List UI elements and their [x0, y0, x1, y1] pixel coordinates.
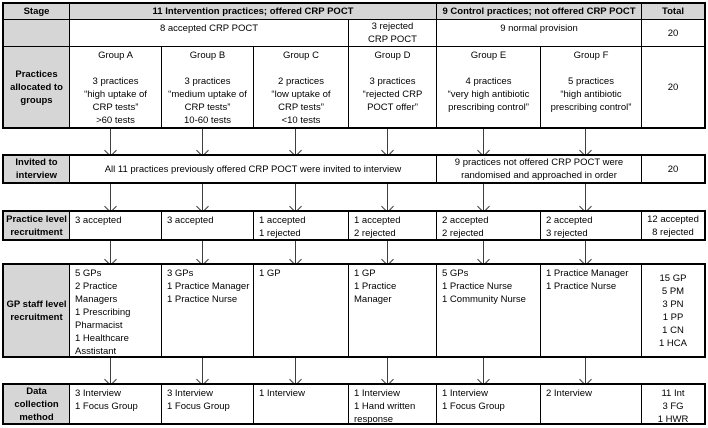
groups-total-cell: 20 [667, 81, 679, 93]
data-total-cell: 11 Int 3 FG 1 HWR [657, 388, 689, 423]
gp-staff-total-cell: 15 GP 5 PM 3 PN 1 PP 1 CN 1 HCA [659, 272, 687, 349]
down-arrow-icon [483, 358, 484, 383]
control-arm-header: 9 Control practices; not offered CRP POC… [437, 4, 642, 19]
total-column-header: Total [642, 4, 704, 19]
invited-intervention-cell: All 11 practices previously offered CRP … [70, 156, 437, 182]
down-arrow-icon [202, 184, 203, 210]
data-cell-group-b: 3 Interview 1 Focus Group [162, 385, 254, 423]
down-arrow-icon [110, 241, 111, 263]
groups-row: Practices allocated to groups Group A 3 … [4, 47, 704, 127]
down-arrow-icon [387, 358, 388, 383]
down-arrow-icon [110, 358, 111, 383]
down-arrow-icon [585, 241, 586, 263]
down-arrow-icon [387, 129, 388, 154]
gp-staff-cell-group-f: 1 Practice Manager 1 Practice Nurse [541, 265, 642, 356]
down-arrow-icon [483, 129, 484, 154]
down-arrow-icon [295, 129, 296, 154]
data-cell-group-a: 3 Interview 1 Focus Group [70, 385, 162, 423]
group-a-detail: 3 practices “high uptake of CRP tests” >… [84, 76, 147, 126]
invited-total-cell: 20 [667, 163, 679, 175]
data-cell-group-c: 1 Interview [254, 385, 349, 423]
down-arrow-icon [585, 184, 586, 210]
down-arrow-icon [110, 184, 111, 210]
rejected-poct-cell: 3 rejected CRP POCT [349, 20, 437, 46]
gp-staff-row: GP staff level recruitment 5 GPs 2 Pract… [2, 263, 706, 358]
down-arrow-icon [387, 241, 388, 263]
gp-staff-cell-group-a: 5 GPs 2 Practice Managers 1 Prescribing … [70, 265, 162, 356]
group-b-detail: 3 practices “medium uptake of CRP tests”… [168, 76, 247, 126]
down-arrow-icon [202, 358, 203, 383]
group-c-cell: Group C 2 practices “low uptake of CRP t… [254, 47, 349, 127]
group-e-detail: 4 practices “very high antibiotic prescr… [447, 76, 530, 113]
data-cell-group-f: 2 Interview [541, 385, 642, 423]
practice-cell-group-e: 2 accepted 2 rejected [437, 212, 541, 239]
group-d-detail: 3 practices “rejected CRP POCT offer” [362, 76, 423, 113]
practice-recruitment-row: Practice level recruitment 3 accepted 3 … [2, 210, 706, 241]
gp-staff-cell-group-c: 1 GP [254, 265, 349, 356]
practice-cell-group-d: 1 accepted 2 rejected [349, 212, 437, 239]
stage-label-data-collection: Data collection method [4, 385, 70, 423]
down-arrow-icon [585, 358, 586, 383]
group-f-cell: Group F 5 practices “high antibiotic pre… [541, 47, 642, 127]
intervention-arm-header: 11 Intervention practices; offered CRP P… [70, 4, 437, 19]
stage-spacer-cell [4, 20, 70, 46]
data-collection-row: Data collection method 3 Interview 1 Foc… [2, 383, 706, 425]
group-d-name: Group D [374, 50, 411, 61]
down-arrow-icon [585, 129, 586, 154]
invited-row: Invited to interview All 11 practices pr… [2, 154, 706, 184]
down-arrow-icon [295, 241, 296, 263]
group-c-name: Group C [283, 50, 319, 61]
down-arrow-icon [202, 241, 203, 263]
allocation-row: 8 accepted CRP POCT 3 rejected CRP POCT … [4, 20, 704, 47]
gp-staff-cell-group-d: 1 GP 1 Practice Manager [349, 265, 437, 356]
group-c-detail: 2 practices “low uptake of CRP tests” <1… [271, 76, 331, 126]
gp-staff-cell-group-b: 3 GPs 1 Practice Manager 1 Practice Nurs… [162, 265, 254, 356]
group-a-name: Group A [98, 50, 133, 61]
data-cell-group-e: 1 Interview 1 Focus Group [437, 385, 541, 423]
invited-control-cell: 9 practices not offered CRP POCT were ra… [437, 156, 642, 182]
down-arrow-icon [483, 184, 484, 210]
group-a-cell: Group A 3 practices “high uptake of CRP … [70, 47, 162, 127]
normal-provision-cell: 9 normal provision [437, 20, 642, 46]
stage-column-header: Stage [4, 4, 70, 19]
allocation-total-cell: 20 [667, 27, 679, 39]
group-f-detail: 5 practices “high antibiotic prescribing… [550, 76, 632, 113]
group-e-cell: Group E 4 practices “very high antibioti… [437, 47, 541, 127]
stage-label-allocation: Practices allocated to groups [4, 47, 70, 127]
practice-cell-group-b: 3 accepted [162, 212, 254, 239]
group-f-name: Group F [573, 50, 609, 61]
gp-staff-cell-group-e: 5 GPs 1 Practice Nurse 1 Community Nurse [437, 265, 541, 356]
down-arrow-icon [387, 184, 388, 210]
stage-label-invited: Invited to interview [4, 156, 70, 182]
down-arrow-icon [295, 358, 296, 383]
practice-cell-group-c: 1 accepted 1 rejected [254, 212, 349, 239]
down-arrow-icon [202, 129, 203, 154]
down-arrow-icon [110, 129, 111, 154]
data-cell-group-d: 1 Interview 1 Hand written response [349, 385, 437, 423]
stage-label-practice: Practice level recruitment [4, 212, 70, 239]
group-e-name: Group E [470, 50, 507, 61]
group-b-cell: Group B 3 practices “medium uptake of CR… [162, 47, 254, 127]
accepted-poct-cell: 8 accepted CRP POCT [70, 20, 349, 46]
top-block: Stage 11 Intervention practices; offered… [2, 2, 706, 129]
practice-cell-group-a: 3 accepted [70, 212, 162, 239]
stage-label-gp-staff: GP staff level recruitment [4, 265, 70, 356]
group-b-name: Group B [189, 50, 226, 61]
group-d-cell: Group D 3 practices “rejected CRP POCT o… [349, 47, 437, 127]
practice-cell-group-f: 2 accepted 3 rejected [541, 212, 642, 239]
down-arrow-icon [295, 184, 296, 210]
down-arrow-icon [483, 241, 484, 263]
practice-total-cell: 12 accepted 8 rejected [647, 213, 699, 238]
header-row: Stage 11 Intervention practices; offered… [4, 4, 704, 20]
